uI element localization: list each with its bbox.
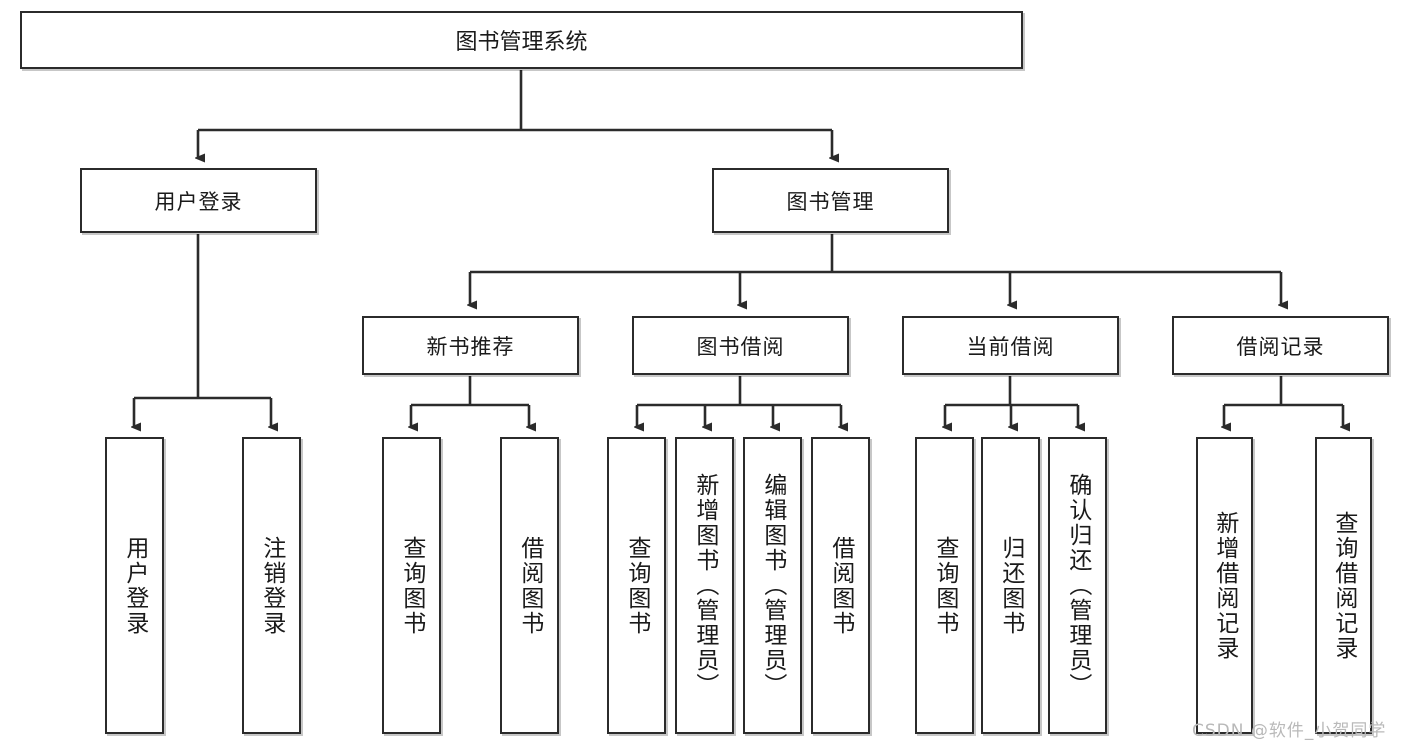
leaf-label: 借阅图书 [827, 535, 854, 636]
leaf-label: 确认归还（管理员） [1064, 473, 1091, 698]
leaf-label: 借阅图书 [516, 535, 543, 636]
node-book-borrow[interactable]: 图书借阅 [632, 316, 849, 375]
leaf-label: 查询图书 [398, 535, 425, 636]
leaf-label: 查询借阅记录 [1330, 510, 1357, 661]
leaf-label: 新增借阅记录 [1211, 510, 1238, 661]
leaf-label: 注销登录 [258, 535, 285, 636]
leaf-borrow-add-book[interactable]: 新增图书（管理员） [675, 437, 734, 734]
node-book-borrow-label: 图书借阅 [696, 334, 785, 359]
node-new-book-recommend[interactable]: 新书推荐 [362, 316, 579, 375]
leaf-borrow-borrow-book[interactable]: 借阅图书 [811, 437, 870, 734]
node-root[interactable]: 图书管理系统 [20, 11, 1023, 69]
leaf-label: 用户登录 [121, 535, 148, 636]
node-borrow-record[interactable]: 借阅记录 [1172, 316, 1389, 375]
node-root-label: 图书管理系统 [455, 30, 588, 55]
node-borrow-record-label: 借阅记录 [1236, 334, 1325, 359]
node-user-login-label: 用户登录 [154, 189, 243, 214]
leaf-borrow-edit-book[interactable]: 编辑图书（管理员） [743, 437, 802, 734]
node-user-login[interactable]: 用户登录 [80, 168, 317, 233]
node-current-borrow-label: 当前借阅 [966, 334, 1055, 359]
leaf-label: 查询图书 [623, 535, 650, 636]
leaf-current-query-book[interactable]: 查询图书 [915, 437, 974, 734]
leaf-label: 归还图书 [997, 535, 1024, 636]
leaf-user-login-login[interactable]: 用户登录 [105, 437, 164, 734]
leaf-label: 新增图书（管理员） [691, 473, 718, 698]
node-book-management-label: 图书管理 [786, 189, 875, 214]
leaf-record-add[interactable]: 新增借阅记录 [1196, 437, 1253, 734]
leaf-current-return-book[interactable]: 归还图书 [981, 437, 1040, 734]
leaf-new-book-query[interactable]: 查询图书 [382, 437, 441, 734]
leaf-label: 查询图书 [931, 535, 958, 636]
leaf-new-book-borrow[interactable]: 借阅图书 [500, 437, 559, 734]
node-book-management[interactable]: 图书管理 [712, 168, 949, 233]
leaf-record-query[interactable]: 查询借阅记录 [1315, 437, 1372, 734]
leaf-borrow-query-book[interactable]: 查询图书 [607, 437, 666, 734]
node-new-book-recommend-label: 新书推荐 [426, 334, 515, 359]
leaf-label: 编辑图书（管理员） [759, 473, 786, 698]
node-current-borrow[interactable]: 当前借阅 [902, 316, 1119, 375]
leaf-user-login-logout[interactable]: 注销登录 [242, 437, 301, 734]
leaf-current-confirm-return[interactable]: 确认归还（管理员） [1048, 437, 1107, 734]
watermark: CSDN @软件_小贺同学 [1192, 721, 1387, 741]
